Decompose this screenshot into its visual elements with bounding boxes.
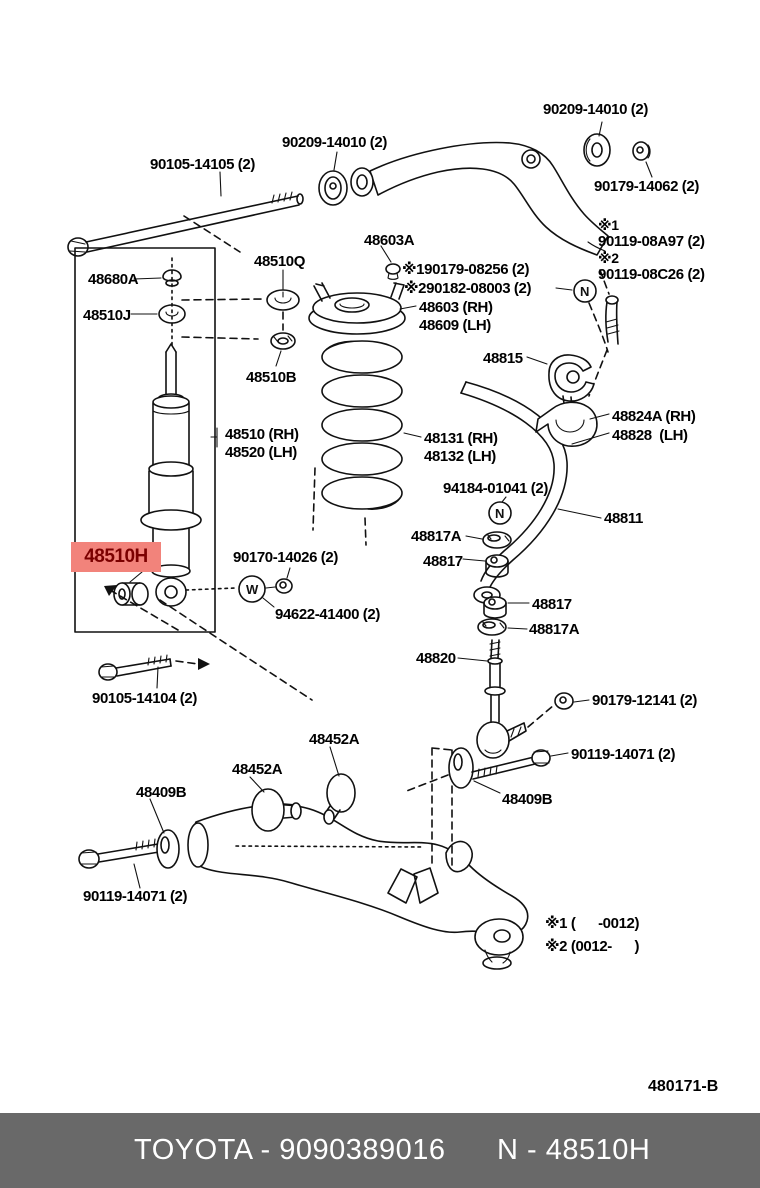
nut-marker-letter-2: N [495, 506, 504, 521]
part-label-94622-41400: 94622-41400 (2) [275, 606, 380, 623]
part-label-90119-08a97: 90119-08A97 (2) [598, 233, 705, 250]
link-stack-upper: N [462, 496, 512, 604]
upper-bolt-drawing [67, 171, 304, 257]
part-label-48820: 48820 [416, 650, 456, 667]
part-label-48510j: 48510J [83, 307, 131, 324]
applicability-note-2: ※2 (0012- ) [545, 938, 640, 955]
mid-grommet-drawing [318, 151, 348, 206]
washer-marker-group: W [185, 567, 293, 608]
stabilizer-brackets-drawing [526, 354, 610, 447]
footer-bar: TOYOTA - 9090389016 N - 48510H [0, 1113, 760, 1188]
arm-right-bolt-drawing [403, 747, 569, 794]
part-label-48131-rh: 48131 (RH) [424, 430, 498, 447]
part-label-90105-14105: 90105-14105 (2) [150, 156, 255, 173]
upper-washers-drawing [266, 269, 300, 367]
nut-marker-letter: N [580, 284, 589, 299]
part-label-48824a-rh: 48824A (RH) [612, 408, 696, 425]
part-label-48680a: 48680A [88, 271, 139, 288]
part-label-48510q: 48510Q [254, 253, 305, 270]
part-label-48811: 48811 [604, 510, 643, 527]
part-label-48452a-upper: 48452A [309, 731, 360, 748]
part-label-48817a-upper: 48817A [411, 528, 462, 545]
arm-left-bolt-drawing [78, 798, 180, 889]
part-label-48817a-lower: 48817A [529, 621, 580, 638]
lower-control-arm-drawing [187, 804, 529, 970]
note-star1: ※1 [598, 217, 619, 233]
link-stack-lower [457, 596, 590, 759]
part-label-90209-14010-top: 90209-14010 (2) [543, 101, 648, 118]
part-label-48609-lh: 48609 (LH) [419, 317, 491, 334]
absorber-box [74, 247, 218, 633]
part-label-48132-lh: 48132 (LH) [424, 448, 496, 465]
part-label-90179-12141: 90179-12141 (2) [592, 692, 697, 709]
part-label-90119-08c26: 90119-08C26 (2) [598, 266, 705, 283]
arm-bushings-drawing [249, 746, 453, 871]
lower-small-bolt-drawing [98, 654, 210, 689]
part-label-48817-upper: 48817 [423, 553, 463, 570]
part-label-48603-rh: 48603 (RH) [419, 299, 493, 316]
mount-nut-drawing [380, 245, 401, 280]
note-star2: ※2 [598, 250, 619, 266]
applicability-note-1: ※1 ( -0012) [545, 915, 640, 932]
part-label-90170-14026: 90170-14026 (2) [233, 549, 338, 566]
coil-spring-drawing [312, 340, 422, 546]
washer-marker-letter: W [246, 582, 259, 597]
part-label-90119-14071-left: 90119-14071 (2) [83, 888, 188, 905]
nut-marker-upper: N [555, 279, 609, 353]
part-label-48510b: 48510B [246, 369, 297, 386]
part-label-90179-14062: 90179-14062 (2) [594, 178, 699, 195]
absorber-top-nut-washer [130, 257, 263, 349]
upper-arm-grommet-nut-drawing [583, 121, 653, 178]
part-label-94184-01041: 94184-01041 (2) [443, 480, 548, 497]
shock-absorber-drawing [104, 343, 313, 701]
part-label-48815: 48815 [483, 350, 523, 367]
part-label-48409b-left: 48409B [136, 784, 187, 801]
part-label-90105-14104: 90105-14104 (2) [92, 690, 197, 707]
part-label-48452a-lower: 48452A [232, 761, 283, 778]
footer-brand-part-number: TOYOTA - 9090389016 [134, 1134, 446, 1166]
part-label-90179-08256: ※190179-08256 (2) [402, 261, 530, 278]
part-label-48409b-right: 48409B [502, 791, 553, 808]
part-label-90182-08003: ※290182-08003 (2) [404, 280, 532, 297]
figure-code: 480171-B [648, 1078, 719, 1095]
highlighted-part-48510h[interactable]: 48510H [71, 542, 161, 572]
part-label-48510-rh: 48510 (RH) [225, 426, 299, 443]
part-label-48828-lh: 48828 (LH) [612, 427, 688, 444]
part-label-90209-14010-mid: 90209-14010 (2) [282, 134, 387, 151]
part-label-48817-lower: 48817 [532, 596, 572, 613]
footer-part-reference: N - 48510H [497, 1134, 651, 1166]
part-label-48603a: 48603A [364, 232, 415, 249]
part-label-48520-lh: 48520 (LH) [225, 444, 297, 461]
strut-support-drawing [308, 282, 417, 335]
upper-control-arm-drawing [350, 141, 609, 256]
part-label-90119-14071-right: 90119-14071 (2) [571, 746, 676, 763]
